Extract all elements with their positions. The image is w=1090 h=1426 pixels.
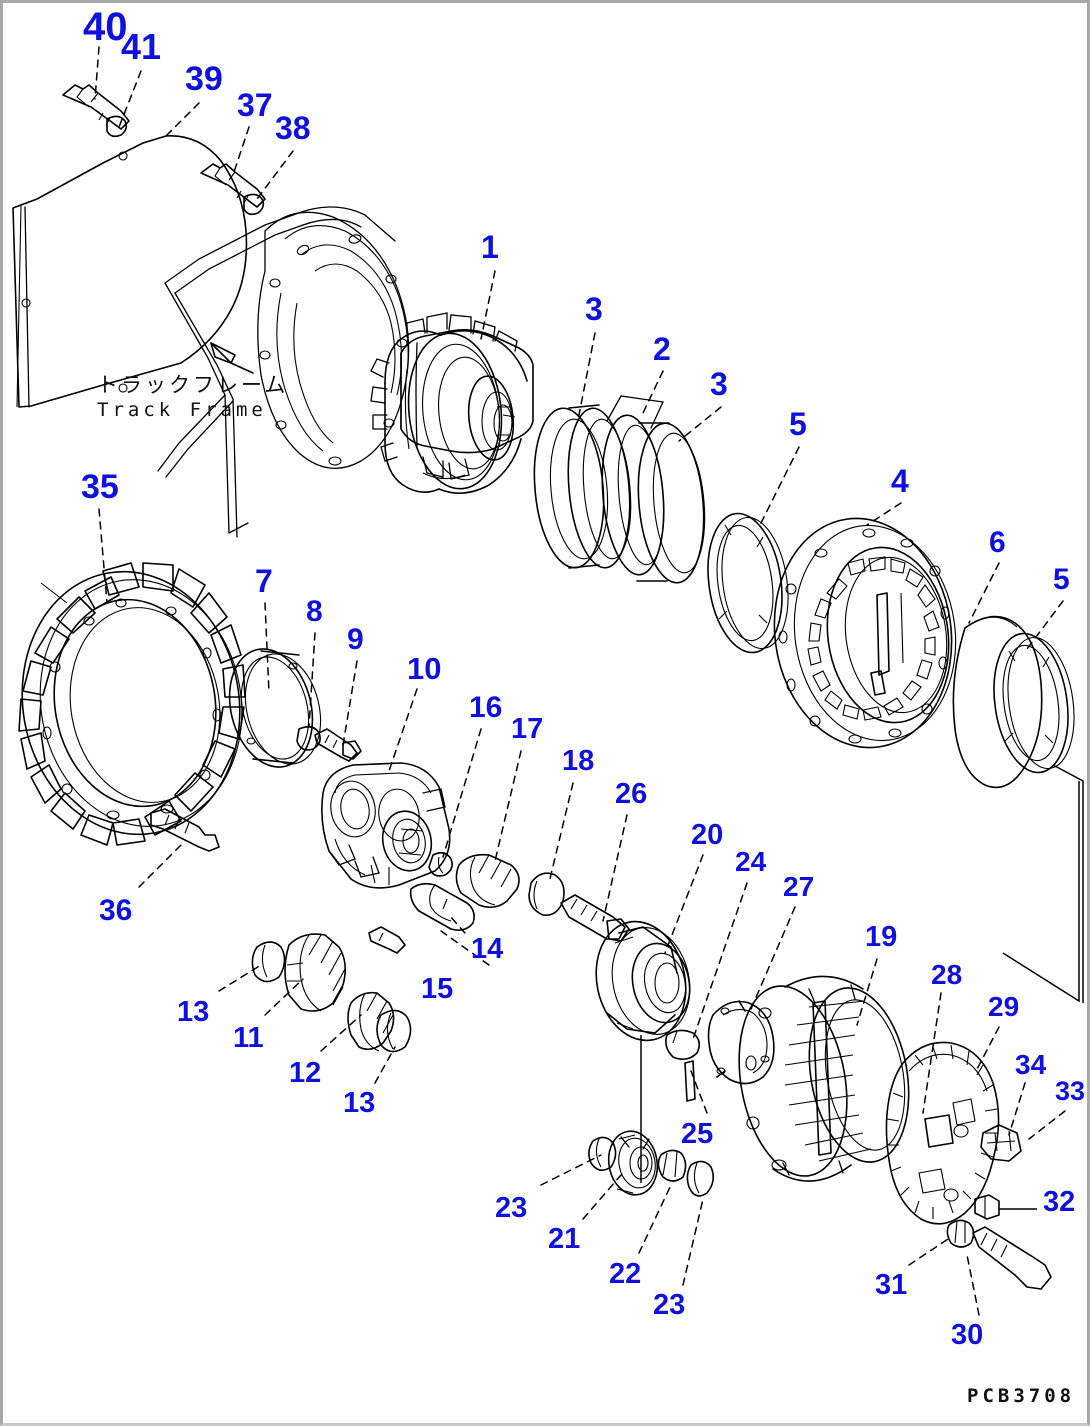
callout-23a: 23 xyxy=(495,1192,528,1224)
track-frame-label-jp: トラックフレーム xyxy=(97,373,289,397)
part-22-spacer xyxy=(657,1149,687,1182)
part-13a-washer xyxy=(251,941,286,983)
part-31-boss xyxy=(946,1219,975,1248)
part-6-cover xyxy=(952,615,1043,789)
callout-17: 17 xyxy=(511,713,544,745)
callout-1: 1 xyxy=(481,229,499,265)
part-40-bolt xyxy=(62,84,130,130)
callout-12: 12 xyxy=(289,1057,322,1089)
callout-7: 7 xyxy=(255,563,273,599)
callout-25: 25 xyxy=(681,1118,714,1150)
callout-15: 15 xyxy=(421,973,454,1005)
part-11-planet-gear xyxy=(284,933,347,1012)
part-15-pin xyxy=(368,926,406,954)
callout-8: 8 xyxy=(306,595,323,628)
track-frame-label-en: Track Frame xyxy=(97,399,267,421)
callout-37: 37 xyxy=(237,87,273,123)
callout-9: 9 xyxy=(347,623,364,656)
callout-21: 21 xyxy=(548,1223,581,1255)
callout-2: 2 xyxy=(653,331,671,367)
callout-10: 10 xyxy=(407,651,442,686)
part-7-ring xyxy=(228,648,322,768)
part-21-bearing xyxy=(607,1130,659,1196)
part-18-oring xyxy=(528,872,565,917)
diagram-artwork: .ln{fill:none;stroke:#000;stroke-width:1… xyxy=(12,46,1084,1316)
part-13b-washer xyxy=(376,1009,412,1053)
part-29-retainer-plate xyxy=(885,1041,1000,1225)
part-14-pin xyxy=(409,882,475,931)
callout-5b: 5 xyxy=(1053,563,1070,596)
callout-29: 29 xyxy=(988,991,1020,1022)
part-26-shaft xyxy=(560,894,630,942)
callout-35: 35 xyxy=(81,468,119,506)
callout-28: 28 xyxy=(931,959,963,990)
callout-38: 38 xyxy=(275,110,311,146)
part-23a-washer xyxy=(588,1136,617,1171)
part-10-carrier xyxy=(321,762,451,889)
part-3b-floating-seal xyxy=(636,422,706,584)
callout-26: 26 xyxy=(615,778,648,810)
callout-24: 24 xyxy=(735,846,767,877)
callout-40: 40 xyxy=(83,5,128,49)
callout-27: 27 xyxy=(783,871,815,902)
callout-13b: 13 xyxy=(343,1087,376,1119)
callout-14: 14 xyxy=(471,933,504,965)
callout-3a: 3 xyxy=(585,291,603,327)
part-36-bolt xyxy=(150,808,220,852)
part-30-bolt xyxy=(972,1226,1052,1290)
part-1-travel-motor xyxy=(370,312,534,494)
part-17-bushing xyxy=(455,853,520,909)
part-5a-ring xyxy=(707,512,789,654)
part-3a-floating-seal xyxy=(533,404,632,569)
part-5b-ring xyxy=(993,632,1084,1003)
part-24-key xyxy=(665,1029,701,1061)
part-38-washer xyxy=(243,193,265,216)
part-4-hub xyxy=(773,517,957,749)
callout-13a: 13 xyxy=(177,996,210,1028)
callout-4: 4 xyxy=(891,463,909,499)
part-2-oring xyxy=(601,395,665,576)
part-39-cover xyxy=(12,135,248,408)
part-8-washer xyxy=(296,725,321,751)
part-27-snapring xyxy=(707,1000,775,1085)
part-25-pin xyxy=(684,1060,696,1102)
drawing-number: PCB3708 xyxy=(967,1385,1076,1407)
part-41-washer xyxy=(106,115,128,138)
part-12-bearing xyxy=(347,991,395,1052)
part-19-ring-gear xyxy=(738,975,910,1182)
leader-lines xyxy=(94,46,1066,1316)
part-23b-washer xyxy=(686,1160,715,1197)
callout-33: 33 xyxy=(1055,1076,1086,1106)
callout-23b: 23 xyxy=(653,1289,686,1321)
callout-32: 32 xyxy=(1043,1186,1076,1218)
callout-19: 19 xyxy=(865,921,898,953)
part-9-bolt xyxy=(314,728,362,762)
callout-34: 34 xyxy=(1015,1049,1047,1080)
callout-36: 36 xyxy=(99,894,133,927)
part-33-nut xyxy=(980,1124,1022,1162)
callout-20: 20 xyxy=(691,819,724,851)
part-37-bolt xyxy=(200,163,266,208)
part-35-sprocket xyxy=(18,562,246,846)
callout-6: 6 xyxy=(989,526,1006,559)
callout-31: 31 xyxy=(875,1269,908,1301)
part-32-plug xyxy=(974,1194,1037,1220)
callout-39: 39 xyxy=(185,60,223,98)
callout-5a: 5 xyxy=(789,406,807,442)
callout-22: 22 xyxy=(609,1258,642,1290)
part-20-bearing-flange xyxy=(595,920,691,1183)
track-frame-structure xyxy=(157,206,410,538)
callout-30: 30 xyxy=(951,1319,984,1351)
callout-41: 41 xyxy=(121,26,162,67)
callout-11: 11 xyxy=(233,1022,264,1054)
callout-3b: 3 xyxy=(710,366,728,402)
callout-16: 16 xyxy=(469,691,503,724)
callout-18: 18 xyxy=(562,745,595,777)
